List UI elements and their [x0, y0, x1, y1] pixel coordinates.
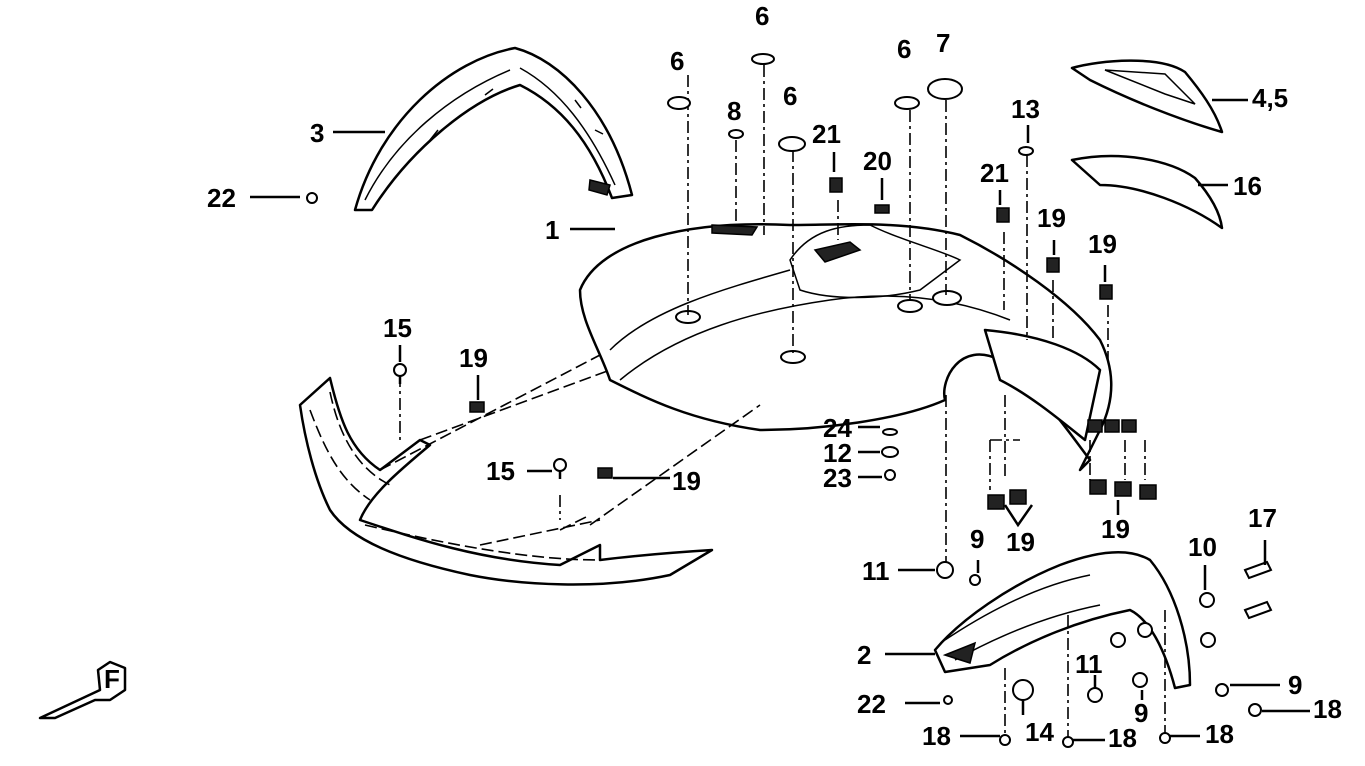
direction-label: F: [104, 664, 120, 694]
callout-15: 15: [383, 313, 412, 343]
callout-19: 19: [1101, 514, 1130, 544]
callout-18: 18: [922, 721, 951, 751]
callout-24: 24: [823, 413, 852, 443]
front-guard-outline: [298, 354, 761, 586]
callout-labels: 3 22 1 6 6 8 6 21 20 6 7 13 21 19 19 4,5…: [207, 1, 1342, 753]
callout-19: 19: [1037, 203, 1066, 233]
callout-18: 18: [1205, 719, 1234, 749]
part-16-decal: [1070, 154, 1224, 230]
callout-9: 9: [970, 524, 984, 554]
callout-9: 9: [1134, 698, 1148, 728]
callout-19: 19: [1088, 229, 1117, 259]
callout-12: 12: [823, 438, 852, 468]
callout-4-5: 4,5: [1252, 83, 1288, 113]
callout-17: 17: [1248, 503, 1277, 533]
callout-19: 19: [672, 466, 701, 496]
callout-6: 6: [897, 34, 911, 64]
callout-21: 21: [980, 158, 1009, 188]
part-4-5-panel: [1070, 59, 1224, 134]
callout-2: 2: [857, 640, 871, 670]
callout-10: 10: [1188, 532, 1217, 562]
leader-lines: [250, 98, 1310, 742]
callout-1: 1: [545, 215, 559, 245]
callout-22: 22: [207, 183, 236, 213]
callout-18: 18: [1313, 694, 1342, 724]
callout-20: 20: [863, 146, 892, 176]
part-3-fender-flare: [353, 46, 634, 212]
callout-16: 16: [1233, 171, 1262, 201]
callout-18: 18: [1108, 723, 1137, 753]
callout-14: 14: [1025, 717, 1054, 747]
front-direction-marker: F: [38, 660, 127, 720]
callout-21: 21: [812, 119, 841, 149]
hardware-pieces: [306, 53, 1273, 748]
callout-3: 3: [310, 118, 324, 148]
callout-13: 13: [1011, 94, 1040, 124]
callout-6: 6: [755, 1, 769, 31]
assembly-lines: [399, 65, 1166, 740]
callout-23: 23: [823, 463, 852, 493]
callout-15: 15: [486, 456, 515, 486]
callout-11: 11: [1075, 649, 1103, 679]
callout-22: 22: [857, 689, 886, 719]
callout-8: 8: [727, 96, 741, 126]
callout-11: 11: [862, 556, 890, 586]
callout-9: 9: [1288, 670, 1302, 700]
callout-19: 19: [459, 343, 488, 373]
callout-7: 7: [936, 28, 950, 58]
callout-6: 6: [783, 81, 797, 111]
callout-19: 19: [1006, 527, 1035, 557]
callout-6: 6: [670, 46, 684, 76]
part-2-front-fender: [933, 551, 1192, 690]
part-1-front-body: [578, 222, 1137, 472]
